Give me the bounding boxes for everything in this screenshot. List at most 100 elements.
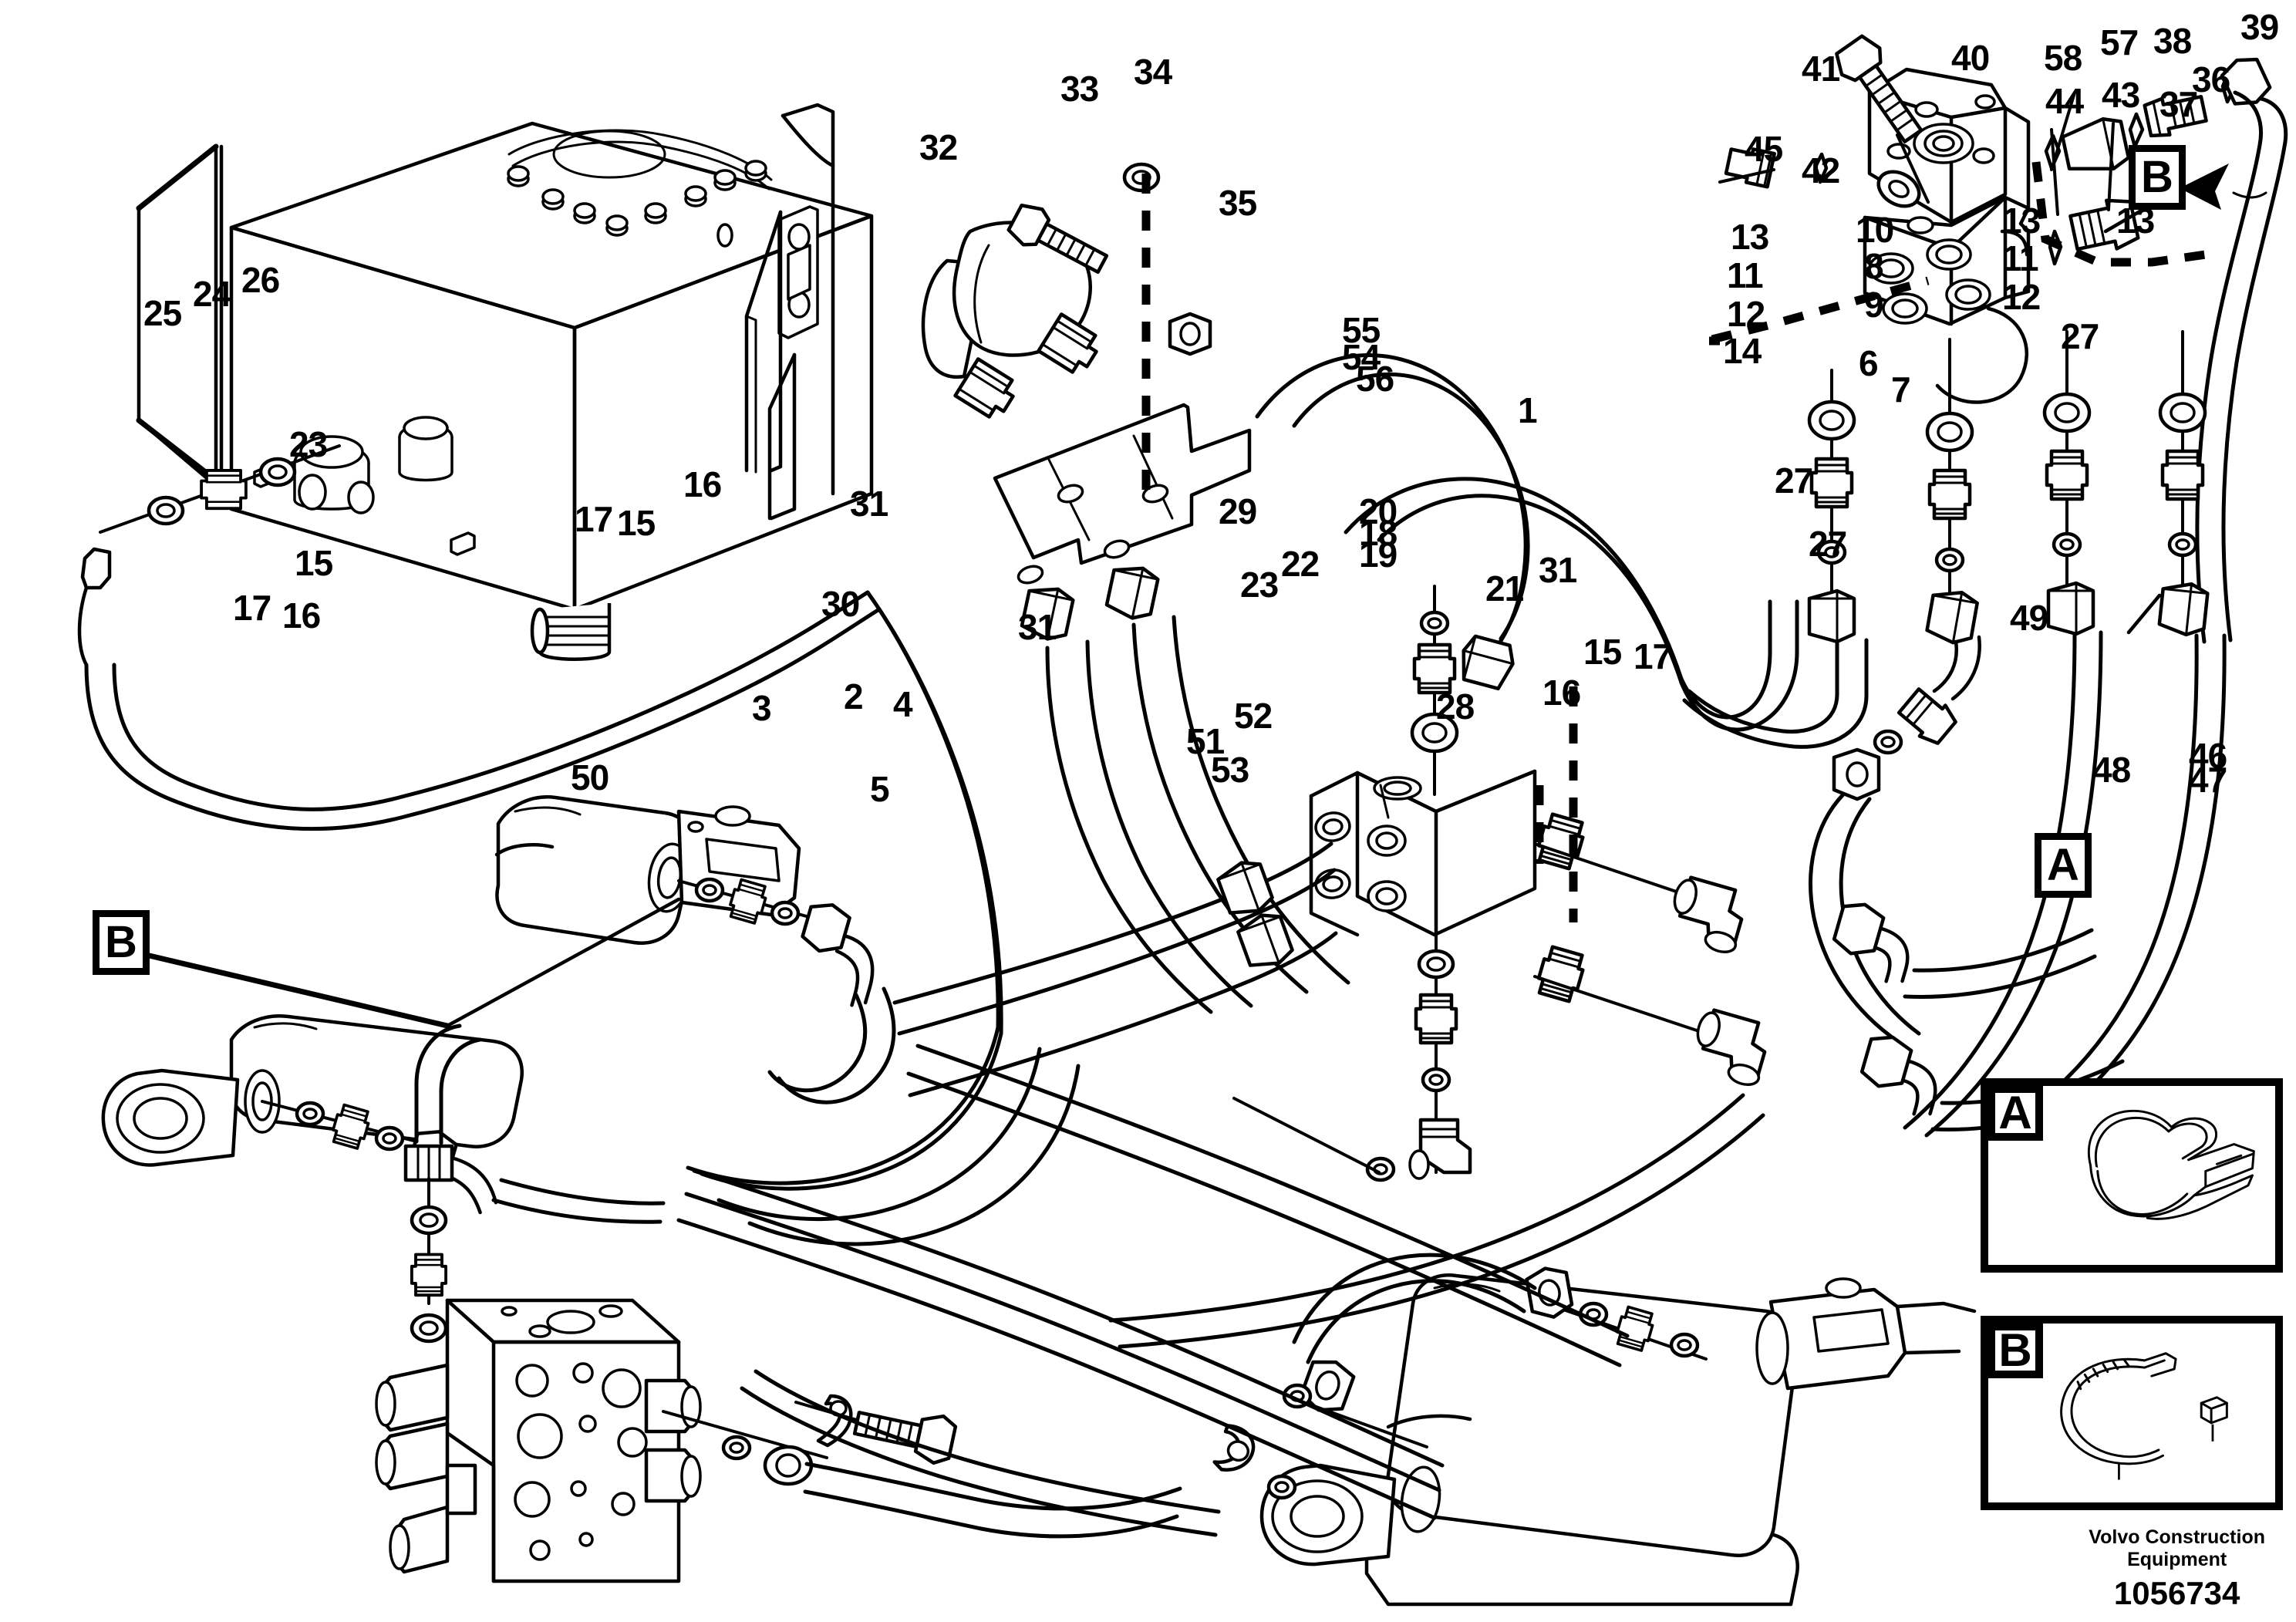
fitting-column-1 (1682, 369, 1869, 749)
detail-a-illustration (2087, 1109, 2255, 1220)
part-callout-32: 32 (919, 127, 958, 167)
detail-b-illustration (2060, 1352, 2228, 1480)
part-callout-13: 13 (1731, 217, 1769, 257)
part-callout-26: 26 (241, 260, 280, 300)
detail-panel-a: A (1981, 1078, 2283, 1273)
part-callout-27: 27 (2061, 316, 2099, 356)
valve-block-50 (375, 1298, 702, 1583)
valve-57 (2061, 116, 2131, 171)
callout-letter-a-mid-right: A (2035, 833, 2092, 898)
fitting-37 (2143, 95, 2208, 138)
part-number: 1056734 (2113, 1575, 2240, 1611)
callout-letter-b-mid-left: B (93, 910, 150, 975)
part-callout-12: 12 (1727, 294, 1765, 334)
fitting-column-3 (1903, 330, 2103, 1138)
part-callout-16: 16 (1542, 673, 1581, 713)
part-callout-22: 22 (1281, 544, 1320, 584)
tank-port-assembly (77, 444, 341, 667)
part-callout-19: 19 (1359, 534, 1397, 575)
manifold-block-1 (1309, 769, 1537, 937)
part-callout-57: 57 (2100, 22, 2139, 62)
part-callout-20: 20 (1359, 491, 1397, 531)
part-callout-17: 17 (1633, 636, 1672, 676)
part-callout-24: 24 (193, 274, 231, 314)
part-callout-15: 15 (617, 503, 656, 543)
bolt-4 (852, 1411, 958, 1465)
part-callout-11: 11 (1727, 255, 1764, 295)
callout-letter-b-top-right: B (2129, 145, 2186, 210)
part-callout-1: 1 (1518, 390, 1538, 430)
brand-line-1: Volvo Construction (2089, 1526, 2265, 1548)
part-callout-18: 18 (1359, 513, 1397, 553)
bolt-41 (1835, 34, 1923, 143)
accumulator-assembly (921, 164, 1252, 642)
detail-panel-a-tag: A (1988, 1085, 2043, 1141)
part-callout-45: 45 (1745, 129, 1783, 169)
part-callout-44: 44 (2045, 81, 2084, 121)
part-callout-15: 15 (1583, 632, 1622, 672)
part-callout-42: 42 (1802, 150, 1840, 191)
brand-line-2: Equipment (2127, 1549, 2227, 1570)
detail-callout-49: 49 (2010, 598, 2048, 638)
tee-fitting (1696, 1008, 1767, 1086)
part-callout-38: 38 (2153, 21, 2192, 61)
cylinder-rod-eye-upper (101, 1014, 524, 1167)
part-callout-6: 6 (1859, 343, 1879, 383)
part-callout-23: 23 (1240, 565, 1279, 605)
part-callout-25: 25 (143, 293, 182, 333)
steering-cylinder-upper (494, 795, 801, 945)
part-callout-5: 5 (870, 769, 890, 809)
part-callout-10: 10 (1856, 210, 1894, 250)
part-callout-34: 34 (1134, 52, 1172, 92)
part-callout-55: 55 (1342, 310, 1381, 350)
part-callout-21: 21 (1485, 568, 1524, 609)
part-callout-12: 12 (2002, 277, 2041, 317)
part-callout-17: 17 (575, 499, 613, 539)
part-callout-9: 9 (1864, 285, 1884, 325)
fitting-column-4 (2126, 330, 2208, 636)
part-callout-3: 3 (752, 688, 772, 728)
detail-callout-46: 46 (2189, 736, 2227, 776)
part-callout-52: 52 (1234, 696, 1273, 736)
part-callout-2: 2 (844, 676, 864, 717)
part-callout-27: 27 (1809, 524, 1847, 564)
tee-fitting (1673, 875, 1744, 953)
part-callout-28: 28 (1436, 686, 1475, 727)
part-callout-16: 16 (683, 464, 722, 504)
footer-block: Volvo Construction Equipment 1056734 (2089, 1526, 2265, 1613)
part-callout-8: 8 (1864, 246, 1884, 286)
part-callout-30: 30 (821, 584, 860, 624)
part-callout-17: 17 (233, 588, 271, 628)
fitting-28 (1300, 1360, 1356, 1412)
part-callout-53: 53 (1211, 750, 1249, 790)
part-callout-11: 11 (2002, 238, 2039, 278)
part-callout-7: 7 (1891, 369, 1911, 410)
part-callout-56: 56 (1356, 359, 1394, 399)
part-callout-29: 29 (1219, 491, 1257, 531)
part-callout-16: 16 (282, 595, 321, 636)
part-callout-31: 31 (1539, 550, 1577, 590)
part-callout-31: 31 (1018, 607, 1057, 647)
part-callout-33: 33 (1060, 69, 1099, 109)
part-callout-27: 27 (1775, 460, 1813, 501)
part-callout-40: 40 (1951, 38, 1990, 78)
part-callout-58: 58 (2044, 38, 2082, 78)
part-callout-15: 15 (295, 543, 333, 583)
part-callout-41: 41 (1802, 49, 1840, 89)
detail-callout-47: 47 (2189, 760, 2227, 800)
detail-panel-b: B (1981, 1316, 2283, 1510)
part-callout-43: 43 (2102, 75, 2140, 115)
part-callout-23: 23 (289, 424, 328, 464)
part-callout-37: 37 (2159, 84, 2198, 124)
part-callout-35: 35 (1219, 183, 1257, 223)
fitting-column-2 (1809, 338, 1981, 1039)
part-callout-31: 31 (850, 484, 888, 524)
part-callout-14: 14 (1723, 331, 1762, 371)
part-callout-4: 4 (893, 684, 913, 724)
part-callout-51: 51 (1186, 721, 1225, 761)
hydraulic-tank (136, 103, 874, 661)
part-callout-13: 13 (2002, 201, 2041, 241)
part-callout-54: 54 (1342, 337, 1381, 377)
